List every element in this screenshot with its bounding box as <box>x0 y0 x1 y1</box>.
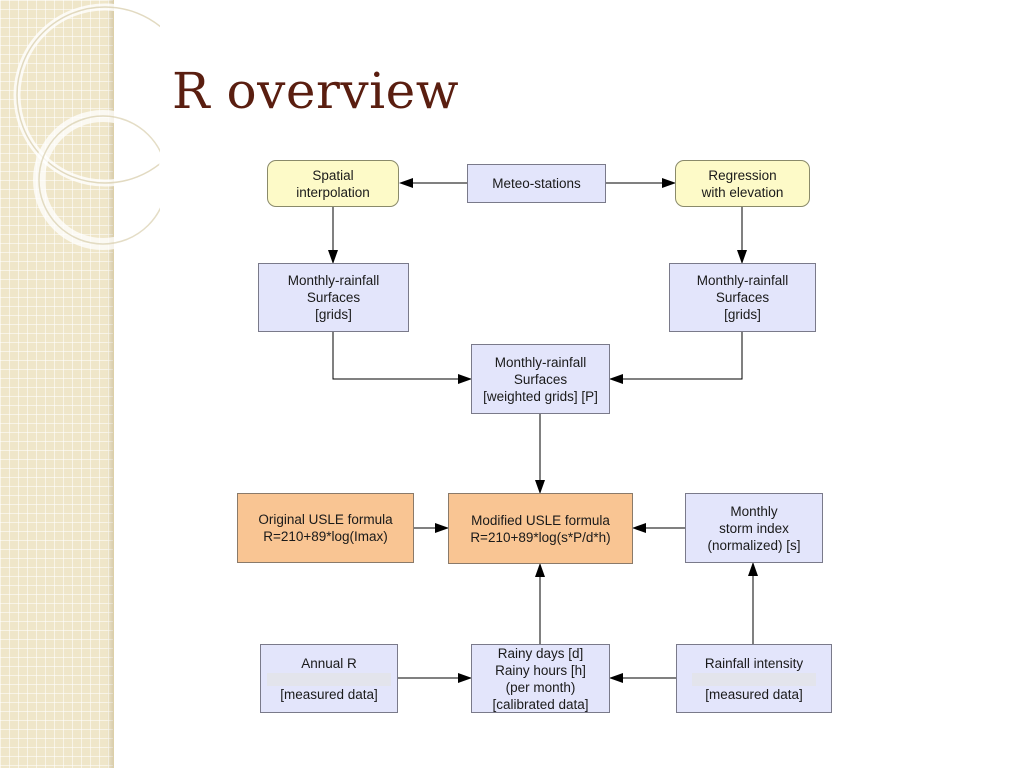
node-text: [calibrated data] <box>492 696 589 712</box>
slide-title: R overview <box>172 62 460 120</box>
node-monthly-rainfall-weighted: Monthly-rainfall Surfaces [weighted grid… <box>471 344 610 414</box>
node-rainy-days-hours: Rainy days [d] Rainy hours [h] (per mont… <box>471 644 610 713</box>
node-text: Surfaces <box>715 290 770 305</box>
node-regression-elevation: Regression with elevation <box>675 160 810 207</box>
node-text: Surfaces <box>306 290 361 305</box>
node-storm-index: Monthly storm index (normalized) [s] <box>685 493 823 563</box>
node-text: Regression <box>708 167 777 183</box>
node-text: (per month) <box>505 679 576 695</box>
node-monthly-rainfall-left: Monthly-rainfall Surfaces [grids] <box>258 263 409 332</box>
node-annual-r: Annual R [measured data] <box>260 644 398 713</box>
node-modified-usle: Modified USLE formula R=210+89*log(s*P/d… <box>448 493 633 564</box>
node-original-usle: Original USLE formula R=210+89*log(Imax) <box>237 493 414 563</box>
node-monthly-rainfall-right: Monthly-rainfall Surfaces [grids] <box>669 263 816 332</box>
node-text: Surfaces <box>513 371 568 387</box>
node-text: R=210+89*log(Imax) <box>263 529 388 544</box>
node-text: [measured data] <box>280 686 378 702</box>
node-text: Annual R <box>301 655 357 671</box>
node-text: [grids] <box>315 307 352 322</box>
placeholder-bar <box>692 672 816 686</box>
arrow-monthly-right-to-weighted <box>609 332 743 384</box>
node-spatial-interpolation: Spatial interpolation <box>267 160 399 207</box>
node-rainfall-intensity: Rainfall intensity [measured data] <box>676 644 832 713</box>
node-text: Rainy days [d] <box>497 645 584 661</box>
arrow-monthly-left-to-weighted <box>332 332 472 384</box>
node-text: storm index <box>719 520 789 536</box>
node-text: Monthly-rainfall <box>696 273 789 288</box>
placeholder-bar <box>267 672 391 686</box>
node-text: interpolation <box>296 184 370 200</box>
node-text: Original USLE formula <box>258 512 393 527</box>
node-text: Monthly-rainfall <box>494 354 587 370</box>
node-text: Rainfall intensity <box>704 655 804 671</box>
node-meteo-stations: Meteo-stations <box>467 164 606 203</box>
node-text: [measured data] <box>705 686 803 702</box>
node-text: Rainy hours [h] <box>495 662 586 678</box>
decorative-circles <box>13 3 160 250</box>
node-text: [grids] <box>724 307 761 322</box>
node-text: Meteo-stations <box>492 176 581 191</box>
node-text: Spatial <box>312 167 354 183</box>
node-text: Monthly-rainfall <box>287 273 380 288</box>
node-text: R=210+89*log(s*P/d*h) <box>470 529 611 545</box>
node-text: [weighted grids] [P] <box>483 388 598 404</box>
node-text: (normalized) [s] <box>707 537 801 553</box>
node-text: Modified USLE formula <box>471 512 610 528</box>
node-text: with elevation <box>701 184 784 200</box>
node-text: Monthly <box>730 503 778 519</box>
